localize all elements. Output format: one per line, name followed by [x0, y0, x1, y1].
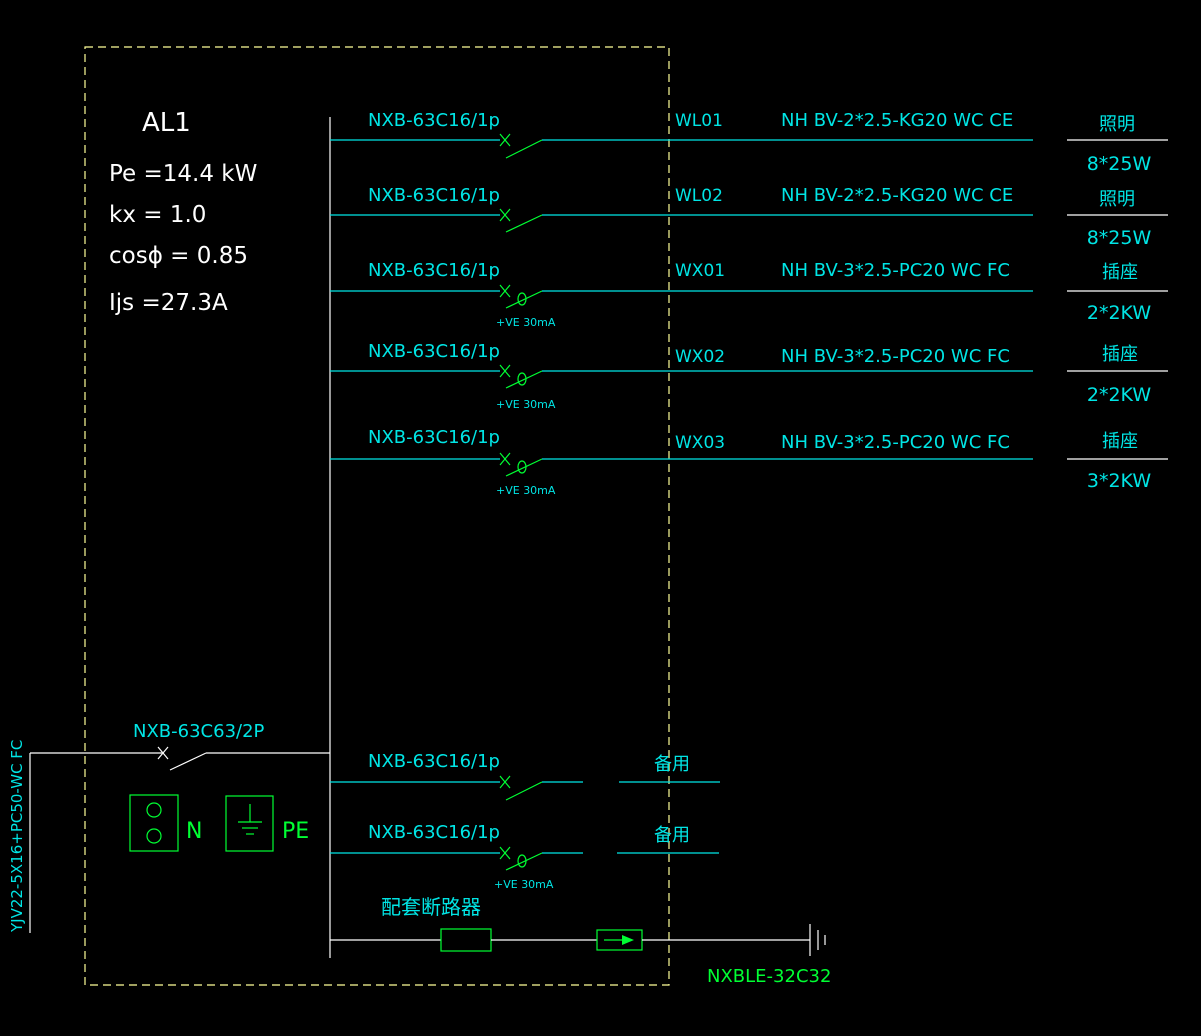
- spare-label: 备用: [654, 825, 690, 846]
- circuit-wx02: NXB-63C16/1p +VE 30mA WX02 NH BV-3*2.5-P…: [330, 341, 1168, 411]
- circuit-load: 插座: [1102, 344, 1138, 365]
- panel-enclosure: [84, 46, 670, 986]
- fuse-icon: [440, 928, 492, 952]
- circuit-wl01: NXB-63C16/1p WL01 NH BV-2*2.5-KG20 WC CE…: [330, 110, 1168, 175]
- neutral-terminal-hole: [146, 828, 162, 844]
- circuit-wl02: NXB-63C16/1p WL02 NH BV-2*2.5-KG20 WC CE…: [330, 185, 1168, 249]
- incoming-breaker-x: [157, 746, 169, 760]
- circuit-power: 2*2KW: [1087, 384, 1151, 406]
- circuit-breaker-label: NXB-63C16/1p: [368, 260, 500, 281]
- pe-terminal: [225, 795, 274, 852]
- pe-label: PE: [282, 819, 309, 844]
- neutral-terminal-hole: [146, 802, 162, 818]
- spare-circuit-1: NXB-63C16/1p 备用: [330, 751, 720, 801]
- circuit-rcd: +VE 30mA: [496, 398, 556, 411]
- surge-model: NXBLE-32C32: [707, 966, 831, 987]
- circuit-id: WX02: [675, 347, 725, 367]
- circuit-breaker-label: NXB-63C16/1p: [368, 427, 500, 448]
- circuit-power: 3*2KW: [1087, 470, 1151, 492]
- circuit-power: 2*2KW: [1087, 302, 1151, 324]
- circuit-load: 照明: [1099, 114, 1135, 135]
- surge-label: 配套断路器: [381, 895, 481, 919]
- incoming-cable-label: YJV22-5X16+PC50-WC FC: [8, 740, 26, 933]
- spare-breaker-label: NXB-63C16/1p: [368, 822, 500, 843]
- circuit-wx01: NXB-63C16/1p +VE 30mA WX01 NH BV-3*2.5-P…: [330, 260, 1168, 329]
- incoming-breaker-contact: [169, 752, 207, 771]
- neutral-terminal: [129, 794, 179, 852]
- circuit-load: 插座: [1102, 262, 1138, 283]
- circuit-cable: NH BV-2*2.5-KG20 WC CE: [781, 110, 1013, 131]
- panel-cos: cosϕ = 0.85: [109, 243, 248, 269]
- circuit-wx03: NXB-63C16/1p +VE 30mA WX03 NH BV-3*2.5-P…: [330, 427, 1168, 497]
- panel-name: AL1: [142, 108, 191, 138]
- spare-rcd: +VE 30mA: [494, 878, 554, 891]
- circuit-cable: NH BV-2*2.5-KG20 WC CE: [781, 185, 1013, 206]
- circuit-breaker-label: NXB-63C16/1p: [368, 341, 500, 362]
- circuit-rcd: +VE 30mA: [496, 316, 556, 329]
- panel-pe: Pe =14.4 kW: [109, 161, 257, 187]
- circuit-load: 插座: [1102, 431, 1138, 452]
- panel-kx: kx = 1.0: [109, 202, 206, 228]
- circuit-cable: NH BV-3*2.5-PC20 WC FC: [781, 346, 1010, 367]
- circuit-id: WL01: [675, 111, 723, 131]
- circuit-breaker-label: NXB-63C16/1p: [368, 185, 500, 206]
- spare-label: 备用: [654, 754, 690, 775]
- circuit-load: 照明: [1099, 189, 1135, 210]
- circuit-cable: NH BV-3*2.5-PC20 WC FC: [781, 432, 1010, 453]
- circuit-cable: NH BV-3*2.5-PC20 WC FC: [781, 260, 1010, 281]
- panel-ijs: Ijs =27.3A: [109, 290, 228, 316]
- surge-arrow: [622, 935, 634, 945]
- circuit-breaker-label: NXB-63C16/1p: [368, 110, 500, 131]
- circuit-id: WX03: [675, 433, 725, 453]
- circuit-id: WX01: [675, 261, 725, 281]
- surge-branch: 配套断路器 NXBLE-32C32: [330, 895, 831, 987]
- circuit-rcd: +VE 30mA: [496, 484, 556, 497]
- neutral-label: N: [186, 819, 202, 844]
- spare-circuit-2: NXB-63C16/1p +VE 30mA 备用: [330, 822, 719, 891]
- circuit-id: WL02: [675, 186, 723, 206]
- circuit-power: 8*25W: [1087, 227, 1152, 249]
- spare-breaker-label: NXB-63C16/1p: [368, 751, 500, 772]
- circuit-power: 8*25W: [1087, 153, 1152, 175]
- incoming-breaker-label: NXB-63C63/2P: [133, 721, 265, 742]
